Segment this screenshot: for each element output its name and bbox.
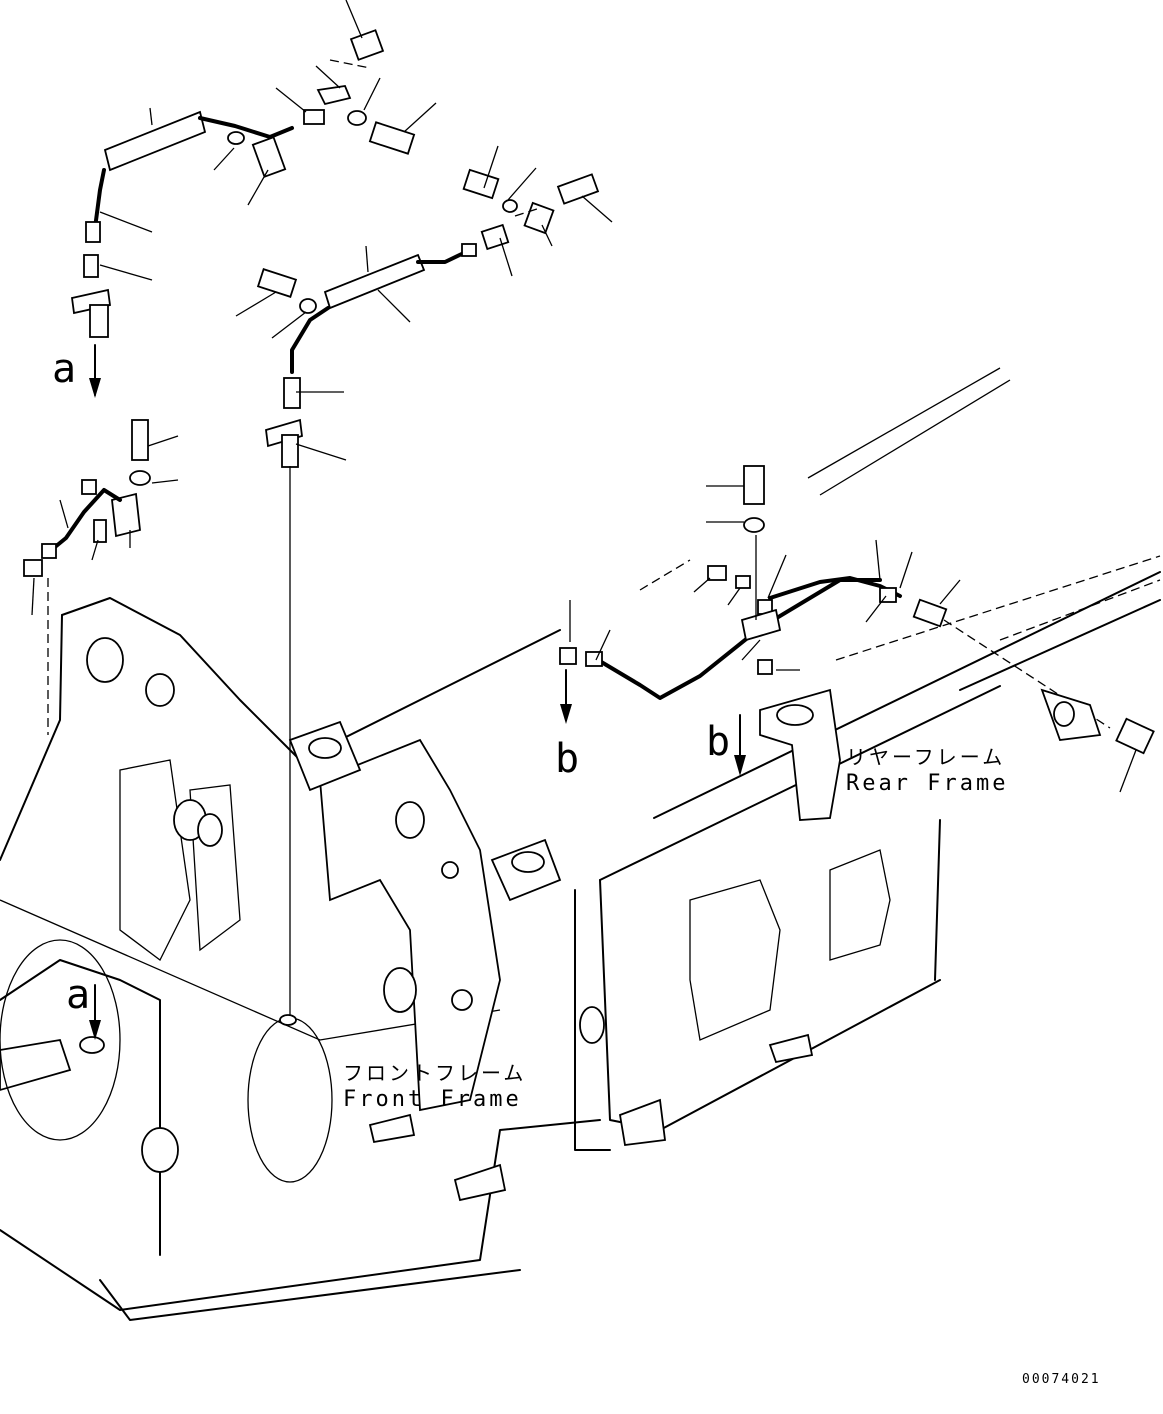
rear-frame-label-jp: リヤーフレーム [846, 745, 1005, 769]
view-label-b-right: b [706, 719, 730, 765]
front-frame-drawing: a フロントフレーム Front Frame [0, 597, 601, 1321]
front-frame-label-jp: フロントフレーム [343, 1061, 526, 1085]
rear-frame-drawing: リヤーフレーム Rear Frame [574, 367, 1161, 1151]
upper-middle-hose-assembly [235, 145, 613, 1018]
view-label-b-left: b [555, 736, 579, 782]
view-label-a-top: a [52, 346, 76, 392]
front-frame-label-en: Front Frame [343, 1087, 522, 1112]
upper-left-hose-assembly: a [52, 0, 437, 398]
right-hose-assembly: b b [555, 465, 1155, 793]
rear-frame-label-en: Rear Frame [846, 771, 1008, 796]
view-label-a-bottom: a [66, 972, 90, 1018]
drawing-number: 00074021 [1022, 1372, 1101, 1387]
left-small-hose-assembly [23, 419, 179, 735]
